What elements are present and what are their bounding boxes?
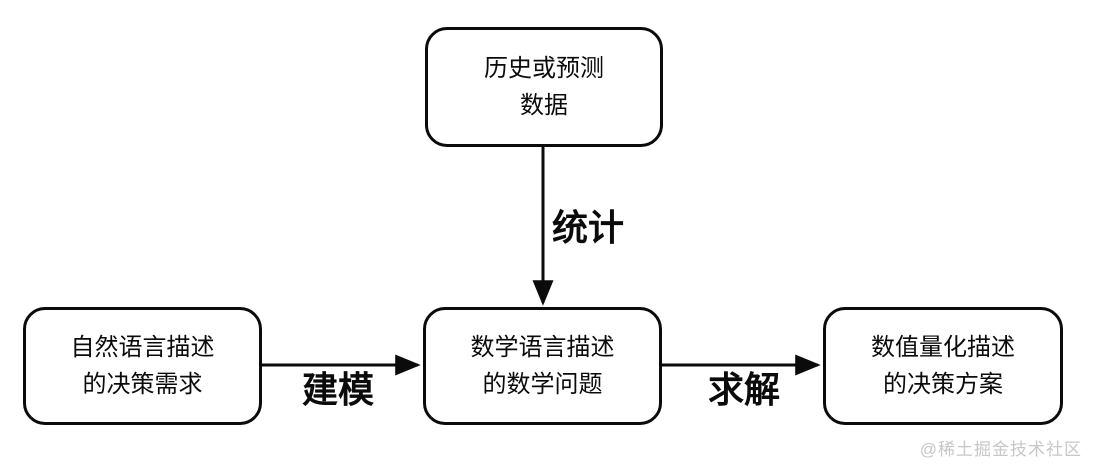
edge-label-solving: 求解 — [707, 369, 781, 410]
node-historical-forecast-data-label: 历史或预测 数据 — [484, 50, 604, 124]
node-text-line: 历史或预测 — [484, 55, 604, 82]
node-natural-language-need: 自然语言描述 的决策需求 — [23, 307, 262, 425]
node-historical-forecast-data: 历史或预测 数据 — [425, 27, 663, 147]
node-quantified-solution-label: 数值量化描述 的决策方案 — [871, 329, 1015, 403]
node-text-line: 自然语言描述 — [70, 334, 215, 361]
edge-label-modeling: 建模 — [301, 369, 375, 410]
node-text-line: 的决策需求 — [82, 371, 203, 398]
node-quantified-solution: 数值量化描述 的决策方案 — [823, 307, 1063, 425]
node-text-line: 数据 — [520, 92, 568, 119]
node-math-problem: 数学语言描述 的数学问题 — [423, 307, 662, 425]
node-text-line: 数值量化描述 — [871, 334, 1015, 361]
node-natural-language-need-label: 自然语言描述 的决策需求 — [71, 329, 215, 403]
edge-label-statistics: 统计 — [552, 207, 625, 248]
node-text-line: 的数学问题 — [482, 371, 603, 398]
watermark: @稀土掘金技术社区 — [919, 440, 1082, 459]
node-text-line: 的决策方案 — [883, 371, 1003, 398]
node-text-line: 数学语言描述 — [470, 334, 615, 361]
node-math-problem-label: 数学语言描述 的数学问题 — [471, 329, 615, 403]
